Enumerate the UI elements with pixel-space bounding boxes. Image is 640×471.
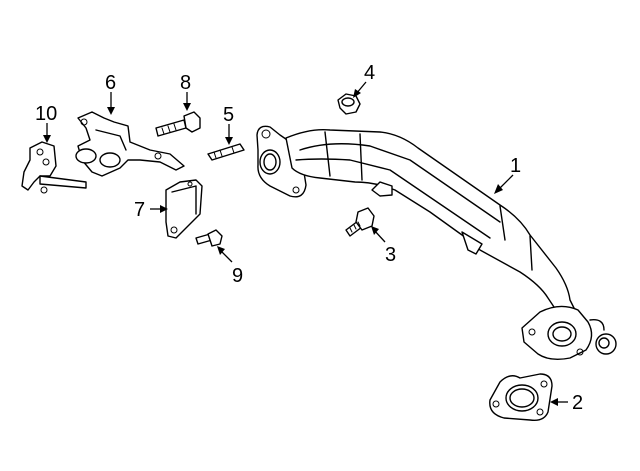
part-10-bracket xyxy=(21,141,87,194)
callout-7: 7 xyxy=(134,199,145,221)
leader-arrows xyxy=(43,81,568,406)
callout-4: 4 xyxy=(364,62,375,84)
callout-3: 3 xyxy=(385,244,396,266)
callout-9: 9 xyxy=(232,265,243,287)
part-8-bolt xyxy=(155,111,201,137)
callout-1: 1 xyxy=(510,155,521,177)
part-7-bracket xyxy=(165,179,203,239)
callout-10: 10 xyxy=(35,103,57,125)
part-9-bolt xyxy=(195,229,223,247)
callout-2: 2 xyxy=(572,392,583,414)
callout-6: 6 xyxy=(105,72,116,94)
part-3-bolt xyxy=(345,207,375,237)
part-5-stud xyxy=(207,143,245,161)
part-1-pipe xyxy=(256,125,617,361)
part-6-bracket xyxy=(75,111,185,177)
part-2-gasket xyxy=(489,373,553,422)
part-4-nut xyxy=(337,93,361,115)
callout-5: 5 xyxy=(223,104,234,126)
callout-8: 8 xyxy=(180,72,191,94)
